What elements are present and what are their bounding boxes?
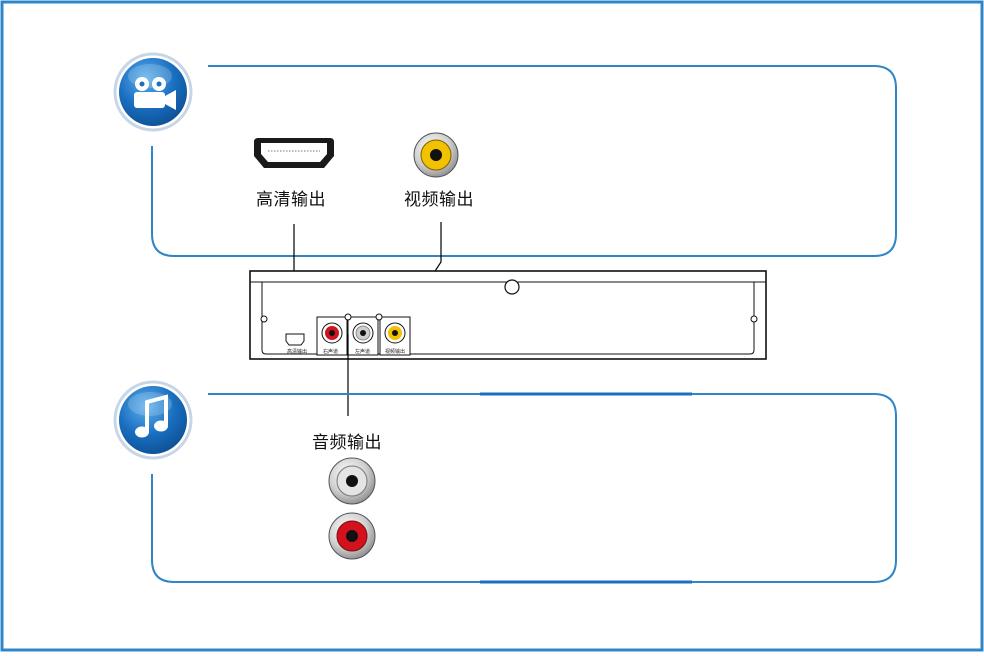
hdmi-port-label: 高清输出 bbox=[287, 349, 308, 355]
video-section-panel bbox=[151, 65, 897, 257]
video-port-label: 视频输出 bbox=[385, 349, 406, 355]
right-channel-label: 右声道 bbox=[323, 349, 339, 355]
audio-section-panel bbox=[151, 393, 897, 583]
video-rca-jack-icon bbox=[413, 132, 459, 178]
red-audio-rca-jack-icon bbox=[328, 512, 376, 560]
hdmi-connector-icon bbox=[254, 138, 334, 168]
hdmi-port bbox=[285, 333, 305, 346]
music-note-icon bbox=[113, 380, 193, 460]
video-port bbox=[384, 322, 406, 344]
audio-output-label: 音频输出 bbox=[312, 433, 382, 453]
video-camera-icon bbox=[113, 52, 193, 132]
device-back-panel bbox=[249, 270, 767, 360]
hdmi-output-label: 高清输出 bbox=[256, 190, 326, 210]
white-audio-rca-jack-icon bbox=[328, 457, 376, 505]
left-channel-label: 左声道 bbox=[355, 349, 371, 355]
video-output-label: 视频输出 bbox=[404, 190, 474, 210]
left-audio-port bbox=[352, 322, 374, 344]
right-audio-port bbox=[321, 322, 343, 344]
